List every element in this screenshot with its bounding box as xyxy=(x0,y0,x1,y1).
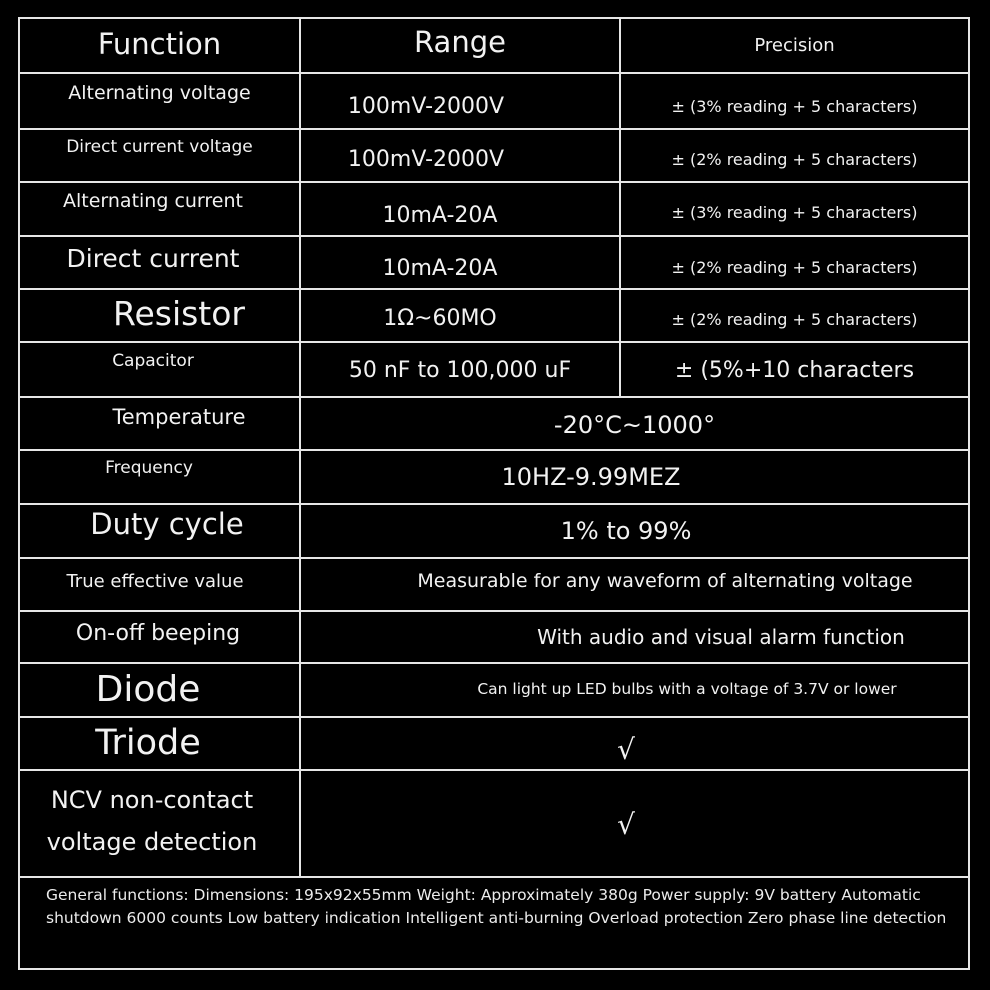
range-cell: 50 nF to 100,000 uF xyxy=(348,358,572,384)
range-cell: 10mA-20A xyxy=(382,203,498,229)
header-range: Range xyxy=(414,25,506,60)
function-cell: On-off beeping xyxy=(75,621,241,647)
function-cell: Alternating voltage xyxy=(68,82,251,105)
value-cell: With audio and visual alarm function xyxy=(537,624,905,649)
precision-cell: ± (2% reading + 5 characters) xyxy=(671,309,918,329)
function-cell: Triode xyxy=(95,722,201,763)
row-divider xyxy=(18,876,970,878)
range-cell: 100mV-2000V xyxy=(347,94,505,120)
function-cell: Frequency xyxy=(105,458,193,479)
row-divider xyxy=(18,181,970,183)
function-cell: Alternating current xyxy=(63,190,243,213)
row-divider xyxy=(18,610,970,612)
row-divider xyxy=(18,288,970,290)
range-cell: 100mV-2000V xyxy=(347,147,505,173)
precision-cell: ± (3% reading + 5 characters) xyxy=(671,96,918,116)
header-precision: Precision xyxy=(754,35,835,57)
row-divider xyxy=(18,72,970,74)
value-cell: -20°C~1000° xyxy=(553,411,716,440)
row-divider xyxy=(18,769,970,771)
table-frame xyxy=(18,17,970,970)
value-cell: Measurable for any waveform of alternati… xyxy=(417,570,913,593)
precision-cell: ± (2% reading + 5 characters) xyxy=(671,149,918,169)
function-cell: Resistor xyxy=(113,294,245,334)
check-mark-icon: √ xyxy=(617,732,635,766)
value-cell: Can light up LED bulbs with a voltage of… xyxy=(477,680,897,699)
function-cell: Direct current xyxy=(66,243,240,273)
row-divider xyxy=(18,503,970,505)
row-divider xyxy=(18,662,970,664)
precision-cell: ± (3% reading + 5 characters) xyxy=(671,202,918,222)
row-divider xyxy=(18,557,970,559)
function-cell: Temperature xyxy=(112,404,246,429)
function-line: NCV non-contact xyxy=(50,786,254,814)
general-functions-text: General functions: Dimensions: 195x92x55… xyxy=(46,886,947,927)
function-line: voltage detection xyxy=(46,828,258,856)
row-divider xyxy=(18,449,970,451)
function-cell: NCV non-contact voltage detection xyxy=(20,781,284,861)
column-divider xyxy=(299,17,301,877)
value-cell: 1% to 99% xyxy=(560,517,692,546)
check-mark-icon: √ xyxy=(617,807,635,841)
function-cell: Duty cycle xyxy=(90,507,244,542)
row-divider xyxy=(18,235,970,237)
value-cell: 10HZ-9.99MEZ xyxy=(501,463,681,492)
precision-cell: ± (5%+10 characters xyxy=(674,358,915,384)
function-cell: Diode xyxy=(95,669,201,711)
precision-cell: ± (2% reading + 5 characters) xyxy=(671,257,918,277)
column-divider xyxy=(619,17,621,397)
function-cell: Direct current voltage xyxy=(66,137,253,158)
function-cell: Capacitor xyxy=(112,351,194,372)
header-function: Function xyxy=(97,27,222,62)
row-divider xyxy=(18,128,970,130)
row-divider xyxy=(18,341,970,343)
row-divider xyxy=(18,716,970,718)
row-divider xyxy=(18,396,970,398)
function-cell: True effective value xyxy=(66,570,244,592)
range-cell: 1Ω~60MO xyxy=(383,306,497,332)
range-cell: 10mA-20A xyxy=(382,256,498,282)
